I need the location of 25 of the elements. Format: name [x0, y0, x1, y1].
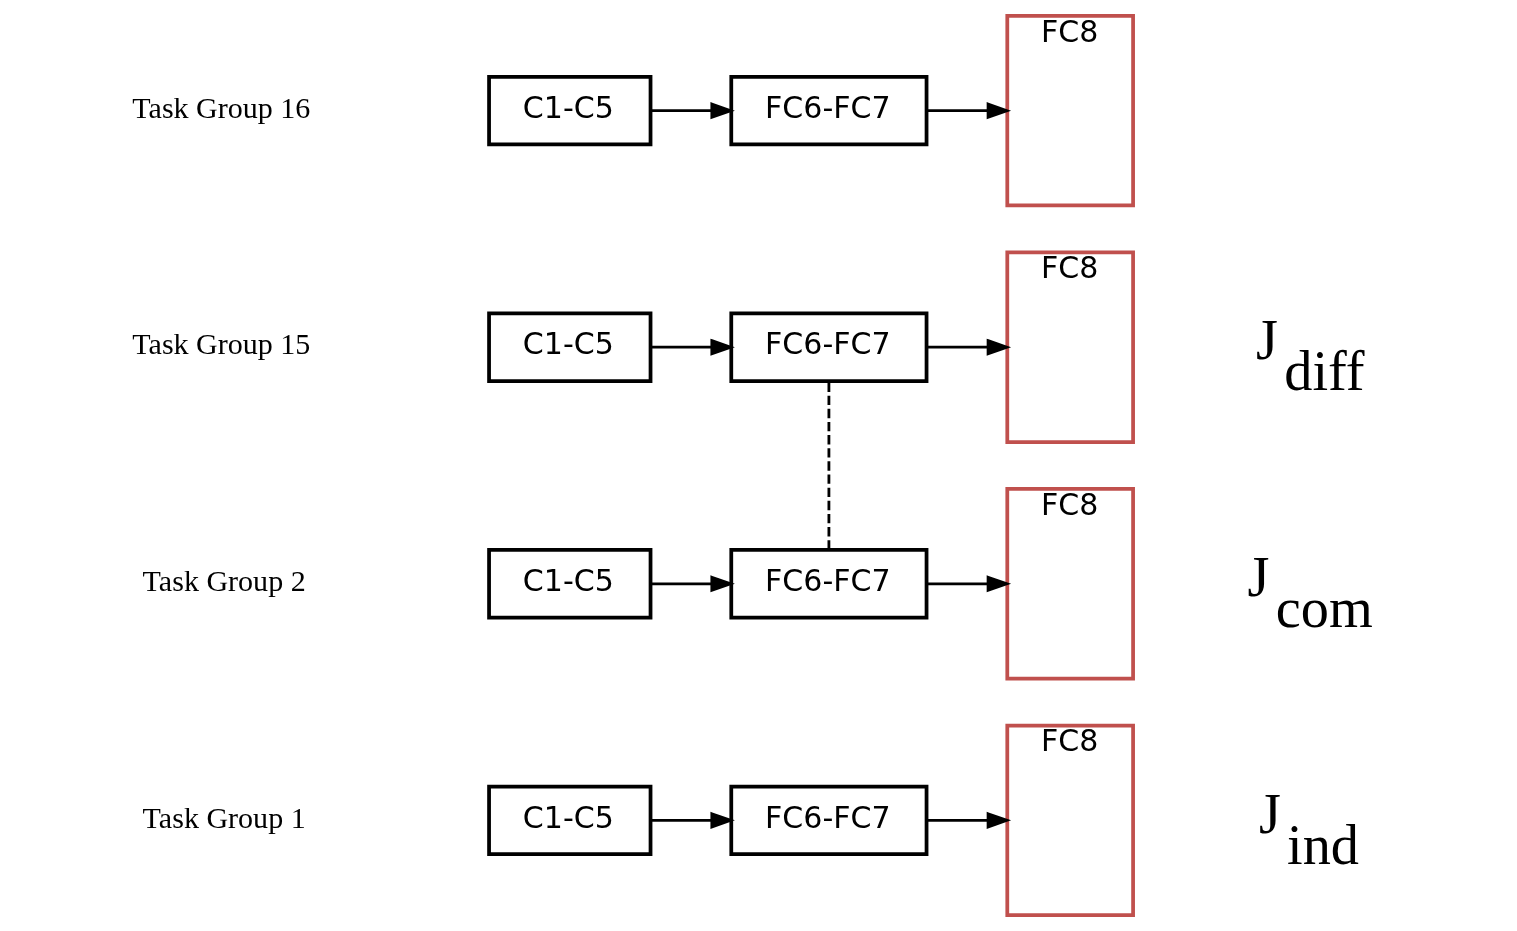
- node-box: FC6-FC7: [729, 74, 929, 147]
- connector: [827, 381, 831, 550]
- node-box: C1-C5: [487, 74, 653, 147]
- node-box: C1-C5: [487, 311, 653, 383]
- arrow: [926, 338, 1012, 356]
- node-box: FC8: [1005, 13, 1135, 208]
- label: Task Group 16: [132, 90, 311, 124]
- arrow: [651, 811, 735, 829]
- arrow: [926, 102, 1012, 120]
- arrow: [651, 102, 735, 120]
- label: Task Group 1: [142, 800, 306, 834]
- arrow: [651, 338, 735, 356]
- arrow: [651, 575, 735, 593]
- arrow: [926, 811, 1012, 829]
- arrow: [926, 575, 1012, 593]
- node-box: FC6-FC7: [729, 311, 929, 383]
- node-box: C1-C5: [487, 548, 653, 620]
- node-box: FC6-FC7: [729, 548, 929, 620]
- label: Task Group 15: [132, 327, 311, 361]
- node-box: C1-C5: [487, 784, 653, 857]
- node-box: FC8: [1005, 487, 1135, 681]
- node-box: FC8: [1005, 723, 1135, 918]
- node-box: FC6-FC7: [729, 784, 929, 857]
- node-box: FC8: [1005, 250, 1135, 444]
- label: Task Group 2: [142, 563, 306, 597]
